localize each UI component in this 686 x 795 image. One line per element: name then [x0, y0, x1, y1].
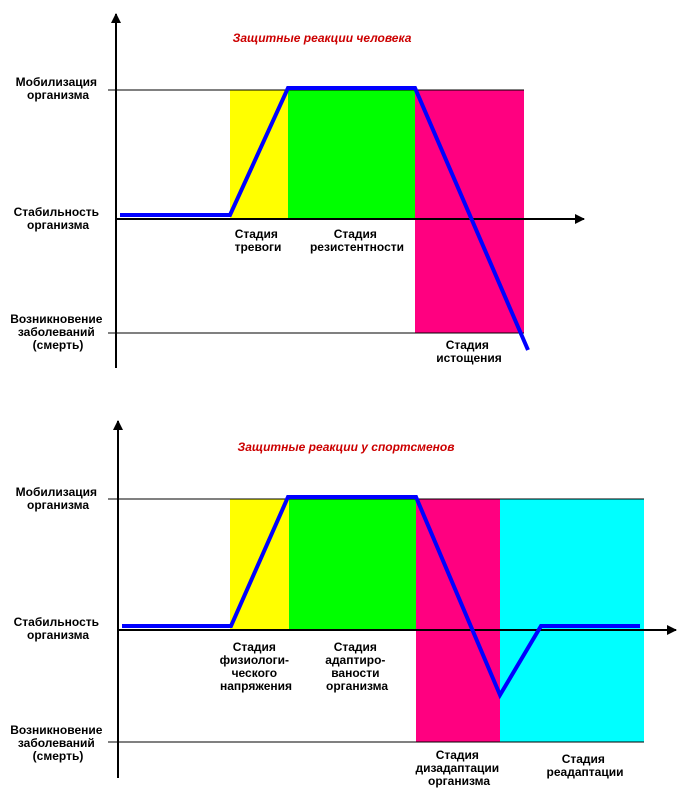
zone-resistance	[288, 90, 415, 218]
level-label-disease: Возникновение заболеваний (смерть)	[10, 723, 106, 763]
diagram-title: Защитные реакции у спортсменов	[238, 440, 455, 454]
zone-adaptation	[289, 499, 416, 629]
level-label-stability: Стабильность организма	[14, 615, 103, 642]
level-label-disease: Возникновение заболеваний (смерть)	[10, 312, 106, 352]
zone-disadaptation	[416, 499, 500, 742]
zone-readaptation	[500, 499, 644, 742]
stage-label-disadaptation: Стадия дизадаптации организма	[415, 748, 502, 788]
diagram-title: Защитные реакции человека	[233, 31, 412, 45]
diagram-human: Защитные реакции человека Мобилизация ор…	[10, 13, 585, 368]
stage-label-resistance: Стадия резистентности	[310, 227, 404, 254]
diagram-athletes: Защитные реакции у спортсменов Мобилизац…	[10, 420, 677, 788]
level-label-mobilization: Мобилизация организма	[16, 75, 101, 102]
stage-label-readaptation: Стадия реадаптации	[547, 752, 624, 779]
stage-label-alarm: Стадия тревоги	[235, 227, 282, 254]
stage-label-exhaustion: Стадия истощения	[436, 338, 502, 365]
level-label-stability: Стабильность организма	[14, 205, 103, 232]
level-label-mobilization: Мобилизация организма	[16, 485, 101, 512]
stage-label-adaptation: Стадия адаптиро- ваности организма	[325, 640, 388, 693]
stage-label-physiological-tension: Стадия физиологи- ческого напряжения	[220, 640, 293, 693]
response-curve	[122, 495, 640, 700]
response-curve	[120, 86, 530, 351]
